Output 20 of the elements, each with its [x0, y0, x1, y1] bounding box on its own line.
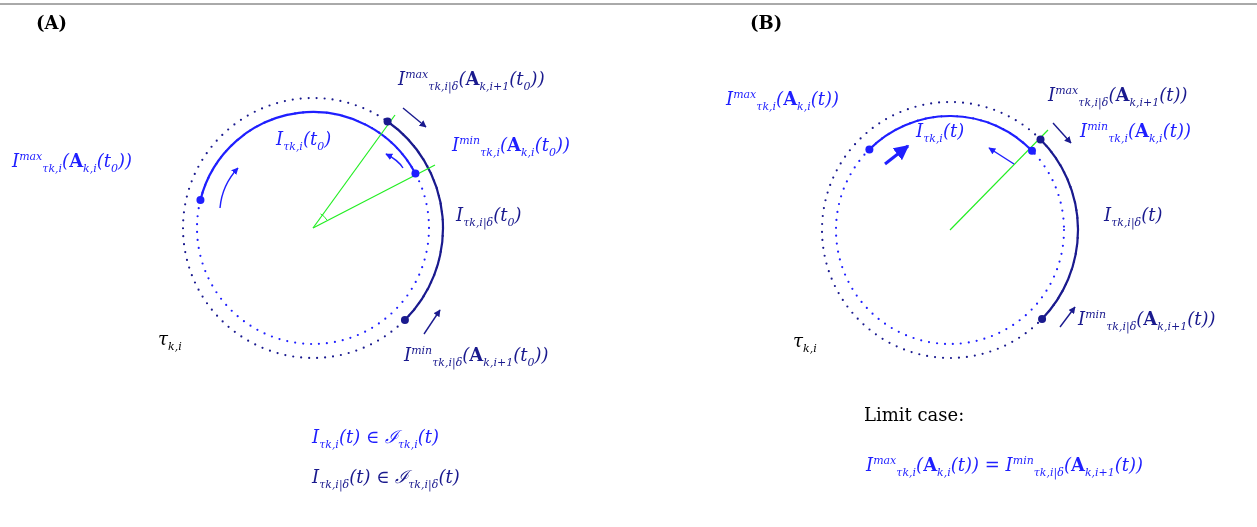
panel-label: (A) — [36, 12, 67, 34]
math-label: I$^{max}$$_{τk,i}$(A$_{k,i}$(t$_{0}$)) — [12, 150, 133, 175]
math-label: I$_{τk,i|δ}$(t) — [1104, 204, 1163, 229]
math-label: I$^{max}$$_{τk,i}$(A$_{k,i}$(t)) — [726, 88, 840, 113]
equation: I$^{max}$$_{τk,i}$(A$_{k,i}$(t)) = I$^{min}$$_{τk,i|δ}$(A$_{k,i+1}$(t)) — [866, 454, 1144, 479]
note-text: Limit case: — [864, 404, 965, 426]
math-label: I$^{min}$$_{τk,i|δ}$(A$_{k,i+1}$(t$_{0}$)) — [404, 344, 549, 369]
math-label: I$^{min}$$_{τk,i}$(A$_{k,i}$(t$_{0}$)) — [452, 134, 570, 159]
math-label: τ$_{k,i}$ — [158, 328, 182, 353]
panel-label: (B) — [750, 12, 783, 34]
math-label: τ$_{k,i}$ — [793, 330, 817, 355]
equation: I$_{τk,i|δ}$(t) ∈ ℐ$_{τk,i|δ}$(t) — [312, 466, 460, 491]
math-label: I$_{τk,i}$(t) — [916, 120, 965, 145]
math-label: I$^{max}$$_{τk,i|δ}$(A$_{k,i+1}$(t$_{0}$)) — [398, 68, 545, 93]
math-label: I$^{max}$$_{τk,i|δ}$(A$_{k,i+1}$(t)) — [1048, 84, 1188, 109]
math-label: I$^{min}$$_{τk,i}$(A$_{k,i}$(t)) — [1080, 120, 1191, 145]
math-label: I$_{τk,i}$(t$_{0}$) — [276, 128, 332, 153]
math-label: I$_{τk,i|δ}$(t$_{0}$) — [456, 204, 522, 229]
math-label: I$^{min}$$_{τk,i|δ}$(A$_{k,i+1}$(t)) — [1078, 308, 1216, 333]
equation: I$_{τk,i}$(t) ∈ ℐ$_{τk,i}$(t) — [312, 426, 439, 451]
